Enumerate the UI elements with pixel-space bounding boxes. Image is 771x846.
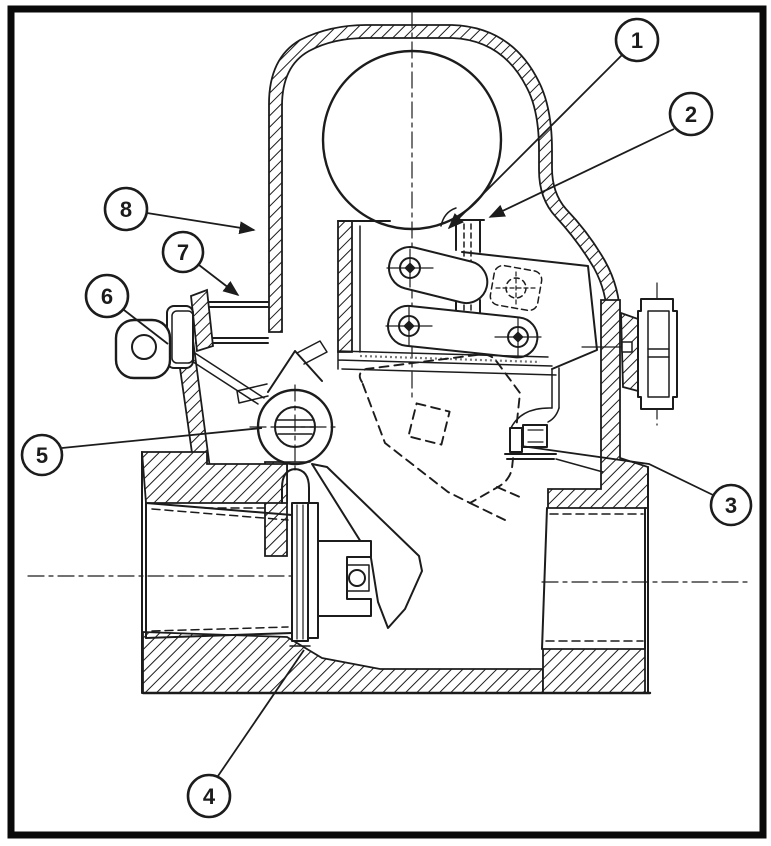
- callouts: 1 2 3 4 5 6 7 8: [20, 17, 753, 819]
- callout-number-2: 2: [685, 102, 697, 127]
- plunger-cap: [281, 468, 310, 504]
- leader-line-3: [520, 445, 714, 496]
- leader-line-2: [488, 128, 675, 218]
- right-fitting: [620, 298, 678, 410]
- leader-line-4: [217, 649, 305, 777]
- left-fitting: [114, 288, 269, 380]
- leader-line-5: [61, 427, 263, 449]
- right-venturi-bore: [541, 507, 646, 650]
- callout-7: 7: [161, 230, 240, 296]
- callout-number-1: 1: [631, 28, 643, 53]
- callout-number-7: 7: [177, 240, 189, 265]
- clevis-tab: [346, 564, 370, 592]
- callout-circle-7: [161, 230, 205, 274]
- base-right-section: [542, 648, 646, 694]
- carburetor-body: [141, 24, 652, 695]
- screw-body: [509, 427, 523, 453]
- callout-8: 8: [103, 186, 256, 235]
- leader-line-1: [447, 54, 623, 230]
- idle-screw-assembly: [504, 367, 604, 473]
- callout-6: 6: [84, 273, 169, 345]
- left-venturi-bore: [145, 502, 293, 639]
- cam-point: [267, 350, 323, 393]
- left-venturi-top-wall: [141, 451, 288, 504]
- callout-circle-3: [709, 483, 753, 527]
- callout-number-3: 3: [725, 493, 737, 518]
- callout-3: 3: [520, 445, 753, 527]
- hinge-post-section: [337, 220, 353, 353]
- fuel-inlet-fitting: [637, 298, 678, 410]
- callout-circle-4: [186, 773, 232, 819]
- mount-lug-hole: [131, 334, 157, 360]
- callout-1: 1: [447, 17, 660, 230]
- callout-circle-8: [103, 186, 149, 232]
- pump-plunger-assembly: [281, 468, 372, 647]
- needle-seat-bracket: [461, 251, 598, 370]
- callout-number-6: 6: [101, 284, 113, 309]
- mount-lug: [114, 318, 172, 380]
- callout-circle-6: [84, 273, 130, 319]
- choke-shaft-section: [190, 288, 214, 353]
- screw-head: [522, 424, 548, 448]
- callout-circle-5: [20, 433, 64, 477]
- callout-number-4: 4: [203, 784, 216, 809]
- leader-line-6: [123, 309, 169, 345]
- cam-beak: [296, 340, 328, 365]
- callout-2: 2: [488, 91, 714, 218]
- hidden-pivot: [489, 264, 543, 312]
- callout-4: 4: [186, 649, 305, 819]
- plunger-plate: [291, 502, 309, 642]
- leader-line-8: [146, 212, 256, 235]
- clevis-bracket: [317, 540, 372, 617]
- float-arm-upper: [388, 246, 489, 305]
- callout-number-8: 8: [120, 197, 132, 222]
- float-arm-lower: [387, 304, 539, 359]
- figure-border-frame: [7, 5, 767, 839]
- callout-5: 5: [20, 427, 263, 477]
- phantom-throttle-part: [358, 353, 523, 521]
- callout-number-5: 5: [36, 443, 48, 468]
- float-hinge-assembly: [337, 207, 623, 376]
- base-left-section: [142, 631, 544, 694]
- hinge-base-rails: [337, 350, 557, 376]
- clevis-hole: [348, 569, 366, 587]
- callout-circle-1: [614, 17, 660, 63]
- leader-line-7: [198, 264, 240, 296]
- callout-circle-2: [668, 91, 714, 137]
